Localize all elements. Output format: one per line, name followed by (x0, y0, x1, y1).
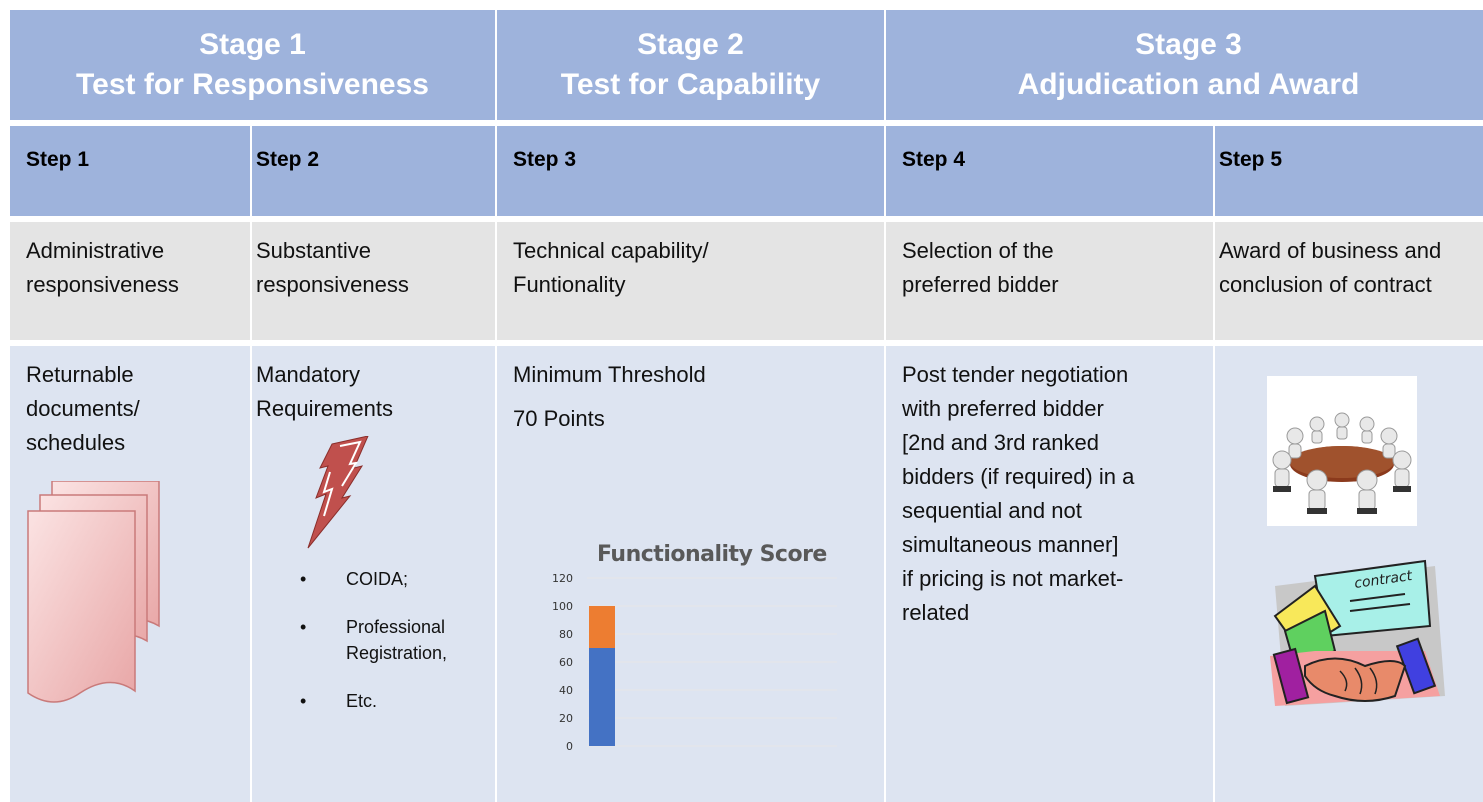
y-tick-label: 60 (559, 656, 573, 669)
step-1-description-line: responsiveness (26, 272, 179, 297)
step-1-description-line: Administrative (26, 238, 165, 263)
requirement-item-text: Professional Registration, (346, 617, 448, 663)
stage-2-label: Stage 2 (637, 28, 744, 61)
lightning-bolt-icon (307, 436, 369, 549)
step-4-description-line: preferred bidder (902, 272, 1059, 297)
step-4-description-line: Selection of the (902, 238, 1054, 263)
step-2-detail-line: Mandatory (256, 362, 360, 387)
evaluation-process-table: Stage 1 Test for Responsiveness Stage 2 … (10, 10, 1483, 802)
step-1-details: Returnable documents/ schedules (10, 346, 250, 802)
step-3-description: Technical capability/ Funtionality (497, 222, 884, 340)
chart-title: Functionality Score (597, 542, 827, 567)
stage-3-title: Adjudication and Award (1017, 68, 1360, 101)
step-1-detail-line: Returnable (26, 362, 134, 387)
requirement-item: Etc. (300, 688, 450, 714)
y-tick-label: 80 (559, 628, 573, 641)
y-tick-label: 20 (559, 712, 573, 725)
step-4-detail-line: [2nd and 3rd ranked (902, 430, 1099, 455)
threshold-points: 70 Points (513, 406, 605, 431)
step-5-description-line: Award of business and (1219, 238, 1442, 263)
step-4-header: Step 4 (886, 126, 1213, 216)
step-4-details: Post tender negotiation with preferred b… (886, 346, 1213, 802)
step-3-details: Minimum Threshold 70 Points Functionalit… (497, 346, 884, 802)
bar-segment-2 (589, 606, 615, 648)
step-4-detail-line: related (902, 600, 970, 625)
contract-handshake-icon: contract (1270, 559, 1445, 706)
step-3-description-line: Funtionality (513, 272, 626, 297)
step-2-description-line: Substantive (256, 238, 371, 263)
step-3-header: Step 3 (497, 126, 884, 216)
step-2-details: Mandatory Requirements COIDA; Profession… (252, 346, 495, 802)
functionality-score-chart: 0 20 40 60 80 100 120 (552, 572, 837, 753)
step-3-description-line: Technical capability/ (513, 238, 709, 263)
bar-segment-1 (589, 648, 615, 746)
meeting-table-icon (1267, 376, 1417, 526)
step-5-header: Step 5 (1215, 126, 1483, 216)
y-tick-label: 40 (559, 684, 573, 697)
stage-1-label: Stage 1 (199, 28, 306, 61)
step-2-description: Substantive responsiveness (252, 222, 495, 340)
step-4-detail-line: simultaneous manner] (902, 532, 1119, 557)
step-5-description: Award of business and conclusion of cont… (1215, 222, 1483, 340)
step-2-header: Step 2 (252, 126, 495, 216)
stacked-documents-icon (27, 481, 160, 703)
step-5-details: contract (1215, 346, 1483, 802)
step-4-detail-line: if pricing is not market- (902, 566, 1124, 591)
stage-3-header: Stage 3 Adjudication and Award (886, 10, 1483, 120)
step-4-detail-line: with preferred bidder (902, 396, 1104, 421)
step-4-detail-line: sequential and not (902, 498, 1082, 523)
step-1-detail-line: documents/ (26, 396, 140, 421)
step-5-description-line: conclusion of contract (1219, 272, 1432, 297)
step-1-header: Step 1 (10, 126, 250, 216)
requirements-list: COIDA; Professional Registration, Etc. (300, 566, 450, 736)
step-2-detail-line: Requirements (256, 396, 393, 421)
requirement-item: Professional Registration, (300, 614, 450, 666)
stage-2-header: Stage 2 Test for Capability (497, 10, 884, 120)
y-tick-label: 0 (566, 740, 573, 753)
y-tick-label: 120 (552, 572, 573, 585)
stage-2-title: Test for Capability (560, 68, 821, 101)
step-4-description: Selection of the preferred bidder (886, 222, 1213, 340)
stage-3-label: Stage 3 (1135, 28, 1242, 61)
step-1-description: Administrative responsiveness (10, 222, 250, 340)
step-2-description-line: responsiveness (256, 272, 409, 297)
step-1-detail-line: schedules (26, 430, 126, 455)
step-4-detail-line: bidders (if required) in a (902, 464, 1135, 489)
stage-1-title: Test for Responsiveness (76, 68, 429, 101)
y-tick-label: 100 (552, 600, 573, 613)
stage-1-header: Stage 1 Test for Responsiveness (10, 10, 495, 120)
minimum-threshold-label: Minimum Threshold (513, 362, 706, 387)
requirement-item: COIDA; (300, 566, 450, 592)
step-4-detail-line: Post tender negotiation (902, 362, 1129, 387)
